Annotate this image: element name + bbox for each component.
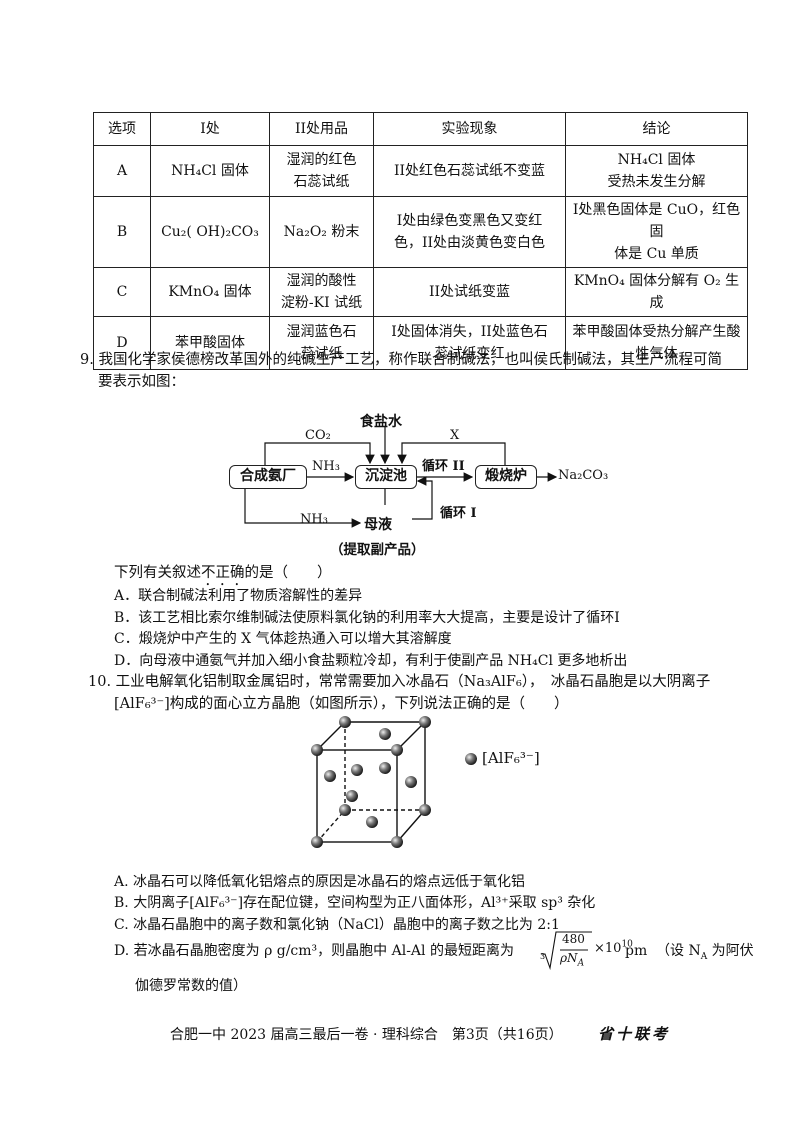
cell-conclusion: 苯甲酸固体受热分解产生酸性气体	[565, 316, 748, 370]
cell-phenomenon: I处由绿色变黑色又变红色，II处由淡黄色变白色	[373, 196, 566, 268]
diagram-by-product: （提取副产品）	[330, 542, 425, 558]
legend-label: [AlF₆³⁻]	[482, 749, 540, 767]
q9-stem-line1: 9. 我国化学家侯德榜改革国外的纯碱生产工艺，称作联合制碱法，也叫侯氏制碱法，其…	[80, 352, 722, 368]
table-header: 实验现象	[373, 112, 566, 146]
diagram-nh3-bottom: NH₃	[300, 512, 328, 527]
power-of-ten: ×1010	[594, 939, 633, 956]
cell-option: A	[93, 145, 151, 197]
node-calciner: 煅烧炉	[475, 465, 537, 489]
cell-option: C	[93, 267, 151, 317]
cell-reagent: Cu₂( OH)₂CO₃	[150, 196, 270, 268]
table-row: B Cu₂( OH)₂CO₃ Na₂O₂ 粉末 I处由绿色变黑色又变红色，II处…	[93, 196, 748, 268]
diagram-x-label: X	[450, 428, 460, 443]
cell-phenomenon: I处固体消失，II处蓝色石蕊试纸变红	[373, 316, 566, 370]
q10-option-d: D. 若冰晶石晶胞密度为 ρ g/cm³，则晶胞中 Al-Al 的最短距离为	[114, 943, 514, 959]
cell-phenomenon: II处试纸变蓝	[373, 267, 566, 317]
node-precipitation-tank: 沉淀池	[355, 465, 417, 489]
cell-item: 湿润的红色石蕊试纸	[269, 145, 374, 197]
experiment-table: 选项 I处 II处用品 实验现象 结论 A NH₄Cl 固体 湿润的红色石蕊试纸…	[93, 112, 748, 370]
diagram-nh3-top: NH₃	[312, 459, 340, 474]
cell-phenomenon: II处红色石蕊试纸不变蓝	[373, 145, 566, 197]
legend-ball-icon	[465, 753, 477, 765]
formula-cube-root: 3 480 ρNA ×1010	[538, 928, 638, 972]
crystal-atoms	[311, 716, 431, 848]
fraction-numerator: 480	[562, 932, 585, 946]
table-header-row: 选项 I处 II处用品 实验现象 结论	[93, 112, 748, 146]
flow-diagram	[244, 427, 558, 528]
q10-stem-line2: [AlF₆³⁻]构成的面心立方晶胞（如图所示），下列说法正确的是（ ）	[114, 696, 569, 712]
q9-option-c: C．煅烧炉中产生的 X 气体趁热通入可以增大其溶解度	[114, 631, 452, 647]
diagram-product: Na₂CO₃	[558, 468, 609, 483]
table-header: I处	[150, 112, 270, 146]
node-mother-liquor: 母液	[364, 517, 392, 533]
table-row: C KMnO₄ 固体 湿润的酸性淀粉-KI 试纸 II处试纸变蓝 KMnO₄ 固…	[93, 267, 748, 317]
emphasis-not-correct: 不正确	[201, 565, 245, 581]
node-ammonia-plant: 合成氨厂	[229, 465, 307, 489]
cell-conclusion: I处黑色固体是 CuO，红色固体是 Cu 单质	[565, 196, 748, 268]
q10-stem-line1: 10. 工业电解氧化铝制取金属铝时，常常需要加入冰晶石（Na₃AlF₆）， 冰晶…	[88, 674, 711, 690]
cell-reagent: KMnO₄ 固体	[150, 267, 270, 317]
unit-pm: pm	[625, 943, 648, 959]
diagram-co2-label: CO₂	[305, 428, 331, 443]
q9-stem-line2: 要表示如图：	[98, 374, 185, 390]
cell-option: D	[93, 316, 151, 370]
table-header: 选项	[93, 112, 151, 146]
q10-option-d-note: （设 NA 为阿伏	[656, 943, 754, 962]
q10-option-b: B. 大阴离子[AlF₆³⁻]存在配位键，空间构型为正八面体形，Al³⁺采取 s…	[114, 895, 596, 911]
q9-option-d: D．向母液中通氨气并加入细小食盐颗粒冷却，有利于使副产品 NH₄Cl 更多地析出	[114, 653, 628, 669]
cell-option: B	[93, 196, 151, 268]
cell-item: Na₂O₂ 粉末	[269, 196, 374, 268]
q9-option-a: A．联合制碱法利用了物质溶解性的差异	[114, 588, 363, 604]
cell-conclusion: NH₄Cl 固体受热未发生分解	[565, 145, 748, 197]
q9-option-b: B．该工艺相比索尔维制碱法使原料氯化钠的利用率大大提高，主要是设计了循环I	[114, 610, 620, 626]
footer-stamp: 省十联考	[598, 1025, 671, 1043]
table-header: II处用品	[269, 112, 374, 146]
fraction-denominator: ρNA	[560, 951, 585, 969]
q10-option-c: C. 冰晶石晶胞中的离子数和氯化钠（NaCl）晶胞中的离子数之比为 2:1	[114, 917, 560, 933]
page-footer: 合肥一中 2023 届高三最后一卷 · 理科综合 第3页（共16页）	[170, 1027, 563, 1043]
table-row: A NH₄Cl 固体 湿润的红色石蕊试纸 II处红色石蕊试纸不变蓝 NH₄Cl …	[93, 145, 748, 197]
table-header: 结论	[565, 112, 748, 146]
cell-conclusion: KMnO₄ 固体分解有 O₂ 生成	[565, 267, 748, 317]
q9-question: 下列有关叙述不正确的是（ ）	[114, 565, 332, 581]
diagram-cycle-1: 循环 I	[440, 506, 477, 521]
q10-option-d-line2: 伽德罗常数的值）	[135, 978, 247, 994]
q10-option-a: A. 冰晶石可以降低氧化铝熔点的原因是冰晶石的熔点远低于氧化铝	[114, 874, 526, 890]
cell-item: 湿润的酸性淀粉-KI 试纸	[269, 267, 374, 317]
radical-sign	[541, 931, 592, 971]
diagram-food-salt: 食盐水	[360, 414, 402, 430]
crystal-cell-figure	[311, 716, 431, 848]
table-row: D 苯甲酸固体 湿润蓝色石蕊试纸 I处固体消失，II处蓝色石蕊试纸变红 苯甲酸固…	[93, 316, 748, 370]
diagram-cycle-2: 循环 II	[422, 459, 465, 474]
cell-reagent: NH₄Cl 固体	[150, 145, 270, 197]
